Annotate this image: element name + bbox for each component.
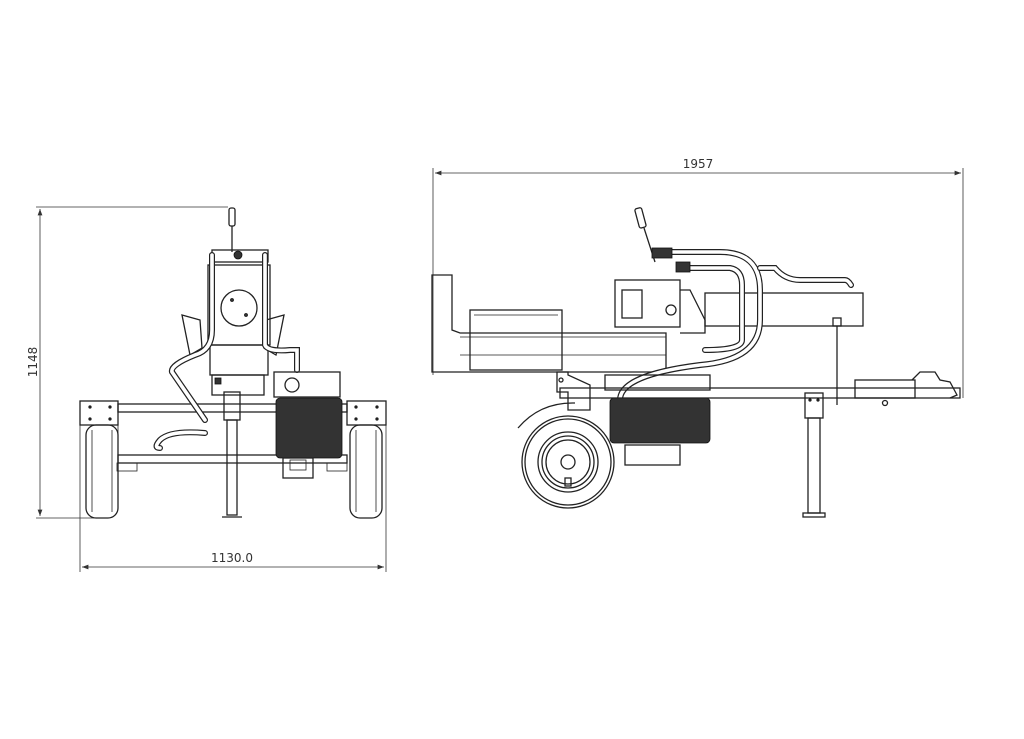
length-dimension-label: 1957 — [683, 157, 714, 171]
side-wheel — [517, 402, 615, 509]
axle-frame — [116, 403, 348, 472]
valve-block — [614, 279, 706, 334]
jack-leg — [222, 391, 242, 518]
side-hoses — [617, 247, 854, 423]
length-dimension: 1957 — [432, 157, 964, 398]
width-dimension: 1130.0 — [79, 420, 387, 572]
width-dimension-label: 1130.0 — [211, 551, 253, 565]
height-dimension: 1148 — [26, 206, 228, 519]
side-view: 1957 — [431, 157, 964, 518]
splitter-tower — [181, 249, 285, 396]
right-wheel — [346, 400, 387, 519]
front-hoses — [153, 252, 300, 451]
control-handle — [228, 207, 236, 252]
wedge-and-beam — [431, 274, 667, 373]
front-view: 1148 1130.0 — [26, 206, 387, 572]
side-jack-stand — [802, 392, 826, 518]
left-wheel — [79, 400, 119, 519]
height-dimension-label: 1148 — [26, 347, 40, 378]
chassis-rail — [556, 371, 961, 411]
side-engine — [604, 374, 711, 466]
hydraulic-cylinder — [704, 292, 864, 405]
front-engine — [273, 371, 343, 479]
